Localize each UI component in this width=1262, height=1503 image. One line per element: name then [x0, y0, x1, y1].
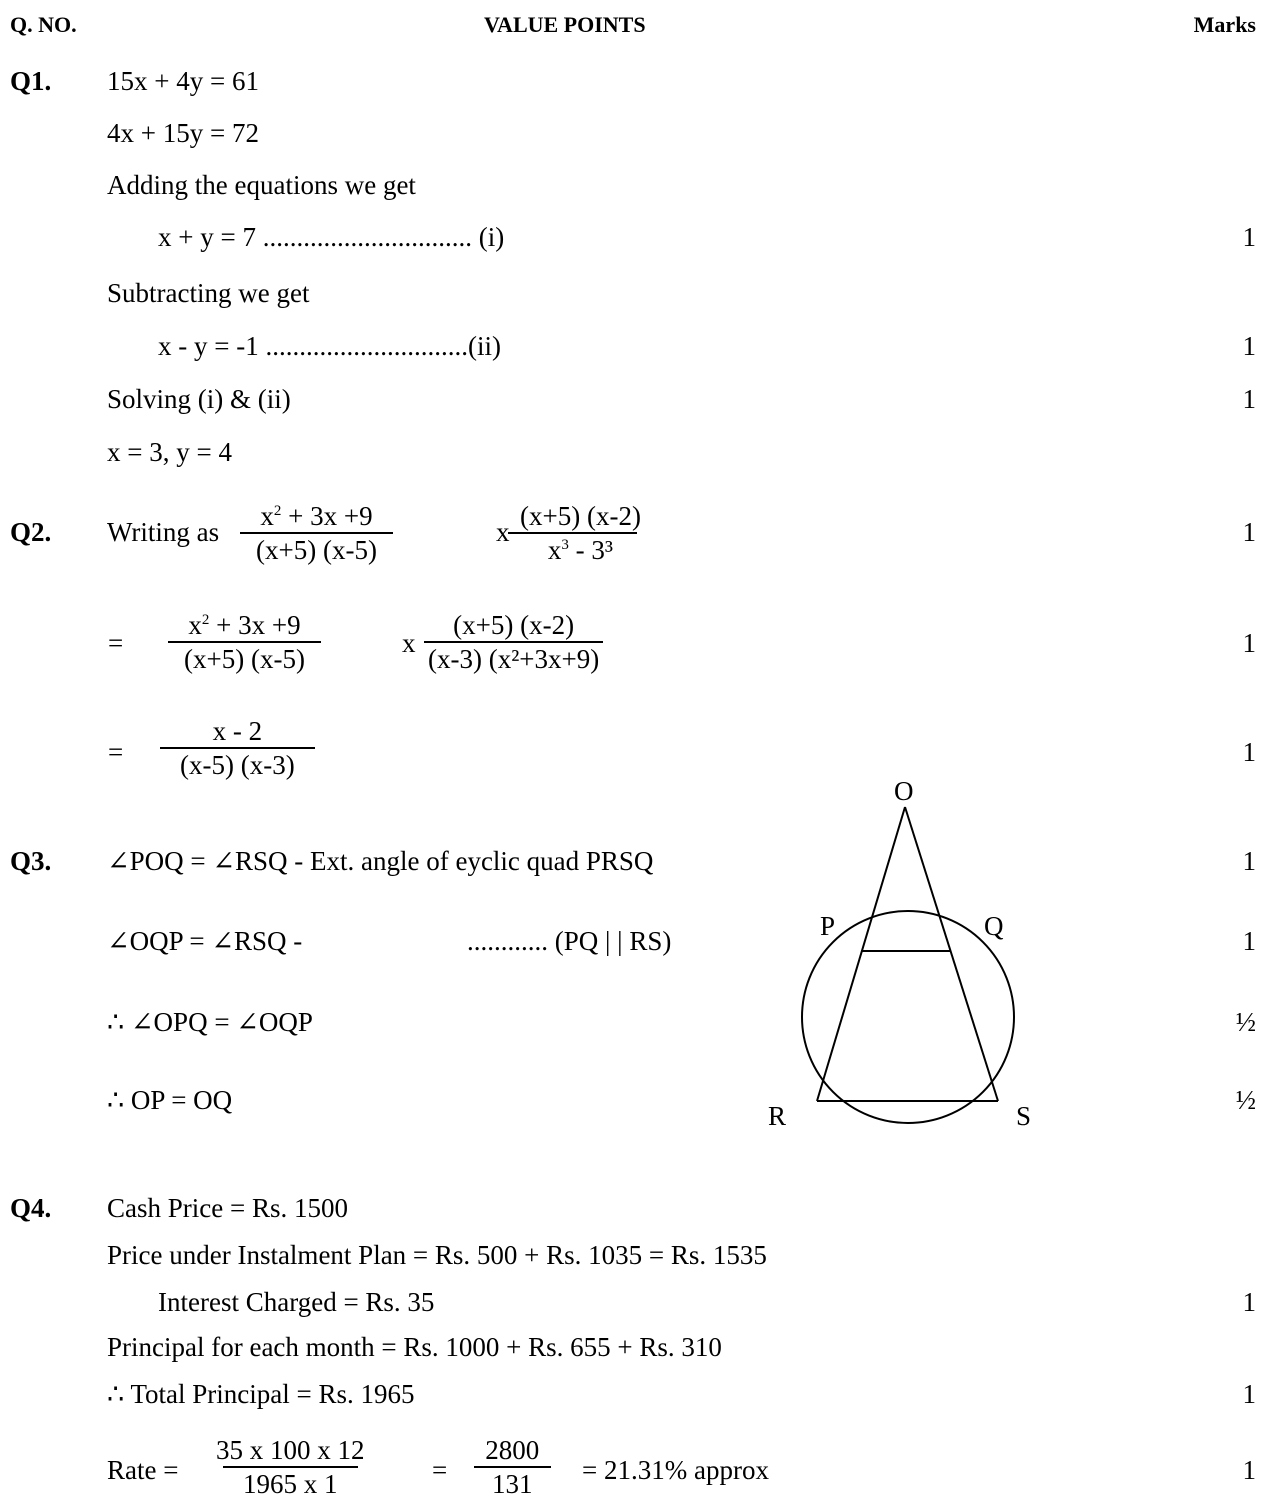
q3-mark-1: 1: [1242, 846, 1257, 876]
q4-mark-3: 1: [1242, 1455, 1257, 1485]
q2-f2-den-sup: 3: [561, 537, 569, 553]
q1-add-text: Adding the equations we get: [107, 170, 416, 200]
q4-label: Q4.: [10, 1193, 52, 1223]
label-P: P: [820, 911, 835, 941]
line-OR: [816, 806, 906, 1102]
q1-solve-text: Solving (i) & (ii): [107, 384, 291, 414]
q2-l2-f2-den: (x-3) (x²+3x+9): [424, 641, 604, 675]
q4-cash: Cash Price = Rs. 1500: [107, 1193, 348, 1223]
q3-mark-4: ½: [1235, 1085, 1256, 1115]
q3-mark-3: ½: [1235, 1007, 1256, 1037]
q2-l2-f1-den: (x+5) (x-5): [168, 641, 321, 675]
q1-eq1: 15x + 4y = 61: [107, 66, 259, 96]
header-qno: Q. NO.: [10, 12, 77, 37]
q2-mark-2: 1: [1242, 628, 1257, 658]
q2-line2-fraction-2: (x+5) (x-2) (x-3) (x²+3x+9): [424, 609, 604, 675]
q2-l2-f1-num-b: + 3x +9: [209, 610, 301, 640]
q4-mark-1: 1: [1242, 1287, 1257, 1317]
q2-writing-as: Writing as: [107, 517, 220, 547]
label-S: S: [1016, 1101, 1031, 1131]
label-R: R: [768, 1101, 786, 1131]
q1-mark-2: 1: [1242, 331, 1257, 361]
q2-eq-sign-2: =: [108, 737, 124, 767]
q4-total-principal: ∴ Total Principal = Rs. 1965: [107, 1379, 415, 1409]
q1-sub-text: Subtracting we get: [107, 278, 310, 308]
q3-line2b: ............ (PQ | | RS): [467, 926, 672, 956]
q2-l2-f1-num-sup: 2: [201, 612, 210, 628]
q2-f1-num-a: x: [260, 501, 274, 531]
q2-l2-times: x: [402, 628, 416, 658]
q2-mark-3: 1: [1242, 737, 1257, 767]
label-O: O: [894, 776, 914, 806]
q2-times: x: [496, 517, 510, 547]
q4-rate-den: 1965 x 1: [223, 1466, 358, 1500]
q4-rate-fraction-1: 35 x 100 x 12 1965 x 1: [212, 1434, 369, 1500]
q3-line4: ∴ OP = OQ: [107, 1085, 233, 1115]
q4-eq: =: [432, 1455, 448, 1485]
line-OS: [904, 806, 999, 1102]
label-Q: Q: [984, 911, 1004, 941]
q3-line2a: ∠OQP = ∠RSQ -: [107, 926, 303, 956]
q4-mark-2: 1: [1242, 1379, 1257, 1409]
q4-rate-fraction-2: 2800 131: [474, 1434, 551, 1500]
q2-line2-fraction-1: x2 + 3x +9 (x+5) (x-5): [168, 609, 321, 675]
circle: [801, 910, 1015, 1124]
q4-interest: Interest Charged = Rs. 35: [158, 1287, 435, 1317]
q2-f2-num: (x+5) (x-2): [520, 501, 641, 531]
q4-f2-den: 131: [474, 1466, 551, 1500]
q2-l3-num: x - 2: [212, 716, 263, 746]
q2-f1-num-b: + 3x +9: [281, 501, 373, 531]
header-marks: Marks: [1193, 12, 1256, 37]
q1-sum-eq: x + y = 7 ..............................…: [158, 222, 505, 252]
q3-line3: ∴ ∠OPQ = ∠OQP: [107, 1007, 313, 1037]
q2-f2-den-a: x: [547, 535, 562, 565]
cyclic-quad-diagram: O P Q R S: [768, 776, 1031, 1131]
q4-principal-each: Principal for each month = Rs. 1000 + Rs…: [107, 1332, 722, 1362]
q2-mark-1: 1: [1242, 517, 1257, 547]
q2-l3-den: (x-5) (x-3): [160, 747, 315, 781]
q2-l2-f2-num: (x+5) (x-2): [453, 610, 575, 640]
header-value-points: VALUE POINTS: [484, 12, 646, 37]
q3-line1: ∠POQ = ∠RSQ - Ext. angle of eyclic quad …: [107, 846, 654, 876]
q2-f2-den-b: - 3³: [568, 535, 614, 565]
q2-eq-sign-1: =: [108, 628, 124, 658]
q2-l2-f1-num-a: x: [188, 610, 202, 640]
q1-label: Q1.: [10, 66, 52, 96]
q2-f1-num-sup: 2: [273, 503, 282, 519]
q3-label: Q3.: [10, 846, 52, 876]
q4-rate-num: 35 x 100 x 12: [216, 1435, 365, 1465]
q4-instalment: Price under Instalment Plan = Rs. 500 + …: [107, 1240, 767, 1270]
q2-label: Q2.: [10, 517, 52, 547]
q1-mark-1: 1: [1242, 222, 1257, 252]
q4-rate-label: Rate =: [107, 1455, 179, 1485]
q1-diff-eq: x - y = -1 .............................…: [158, 331, 501, 361]
q1-result: x = 3, y = 4: [107, 437, 232, 467]
q2-fraction-1: x2 + 3x +9 (x+5) (x-5): [240, 500, 393, 566]
q2-fraction-2: (x+5) (x-2) x3 - 3³: [500, 500, 645, 566]
q2-f1-den: (x+5) (x-5): [240, 532, 393, 566]
q1-mark-3: 1: [1242, 384, 1257, 414]
q4-rate-result: = 21.31% approx: [582, 1455, 769, 1485]
q4-f2-num: 2800: [485, 1435, 540, 1465]
q2-line3-fraction: x - 2 (x-5) (x-3): [160, 715, 315, 781]
q1-eq2: 4x + 15y = 72: [107, 118, 259, 148]
q3-mark-2: 1: [1242, 926, 1257, 956]
